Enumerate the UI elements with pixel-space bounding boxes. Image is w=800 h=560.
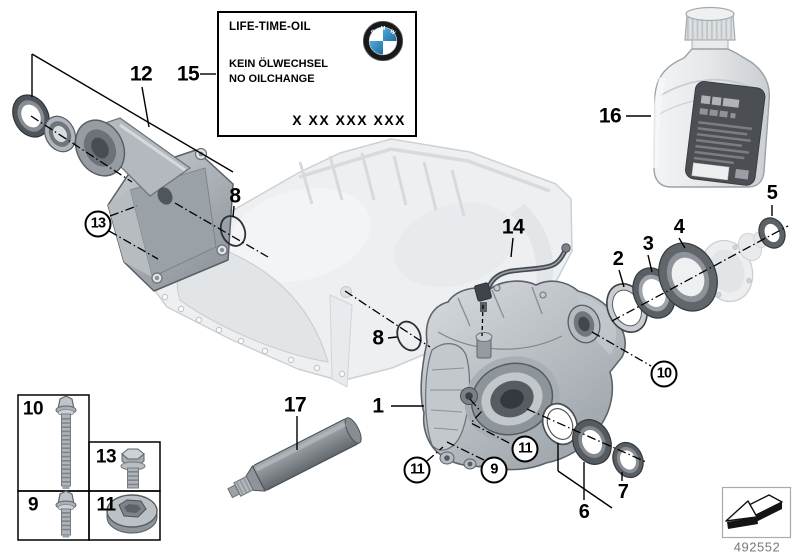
callout-16[interactable]: 16: [598, 104, 622, 128]
o-ring-upper: [219, 215, 247, 247]
callout-10-circled[interactable]: 10: [650, 360, 678, 388]
callout-2[interactable]: 2: [612, 248, 624, 270]
bmw-letter: M: [381, 26, 386, 32]
callout-11-circled-right[interactable]: 11: [511, 435, 539, 463]
front-output-bore: [470, 362, 554, 436]
callout-5[interactable]: 5: [766, 182, 778, 204]
callout-12[interactable]: 12: [129, 62, 153, 86]
bottle-label: [685, 81, 766, 186]
o-ring-lower: [396, 320, 422, 352]
callout-17[interactable]: 17: [283, 393, 307, 417]
bolt-13: [120, 448, 146, 489]
inset-parts-box: [17, 394, 161, 541]
plate-part-code: X XX XXX XXX: [292, 112, 406, 128]
oil-pan-ghost: [155, 138, 573, 388]
vent-dash-line: [481, 304, 484, 337]
bmw-letter: B: [370, 29, 377, 36]
bolt-10: [55, 395, 77, 489]
direction-arrow-icon: [725, 494, 783, 529]
bmw-letter: W: [388, 28, 396, 36]
plate-line-english: NO OILCHANGE: [229, 73, 315, 85]
callout-8-upper[interactable]: 8: [229, 184, 241, 208]
callout-4[interactable]: 4: [673, 216, 685, 238]
callout-9-circled[interactable]: 9: [480, 456, 508, 484]
leader-lines: [31, 53, 773, 509]
ring-6: [572, 419, 612, 465]
inset-label-11[interactable]: 11: [96, 494, 116, 516]
callout-6[interactable]: 6: [578, 501, 590, 523]
callout-8-lower[interactable]: 8: [372, 326, 384, 350]
sealant-tube-17: [227, 417, 362, 499]
oil-bottle-16: [652, 6, 771, 188]
inset-label-10[interactable]: 10: [22, 398, 44, 420]
inset-label-13[interactable]: 13: [95, 446, 117, 468]
callout-15[interactable]: 15: [176, 62, 200, 86]
drain-plug-11: [106, 494, 158, 534]
ring-5: [758, 217, 786, 249]
callout-1[interactable]: 1: [372, 394, 384, 418]
bracket-part-12: [74, 117, 234, 292]
plate-line-german: KEIN ÖLWECHSEL: [229, 58, 329, 70]
ring-7: [612, 441, 644, 479]
lifetime-oil-plate: LIFE-TIME-OIL KEIN ÖLWECHSEL NO OILCHANG…: [217, 11, 417, 137]
callout-11-circled-left[interactable]: 11: [403, 456, 431, 484]
callout-3[interactable]: 3: [642, 233, 654, 255]
bearing-ring: [43, 115, 77, 153]
footer-box: [721, 486, 792, 539]
callout-14[interactable]: 14: [501, 215, 525, 239]
callout-13-circled[interactable]: 13: [84, 210, 112, 238]
plate-title: LIFE-TIME-OIL: [229, 21, 311, 33]
callout-7[interactable]: 7: [617, 481, 629, 503]
bolt-9: [55, 490, 77, 538]
axis-lines: [30, 115, 789, 463]
inset-label-9[interactable]: 9: [27, 494, 39, 516]
bmw-roundel-icon: B M W: [363, 21, 403, 61]
side-output-bore: [567, 304, 601, 344]
diagram-number: 492552: [733, 539, 781, 555]
